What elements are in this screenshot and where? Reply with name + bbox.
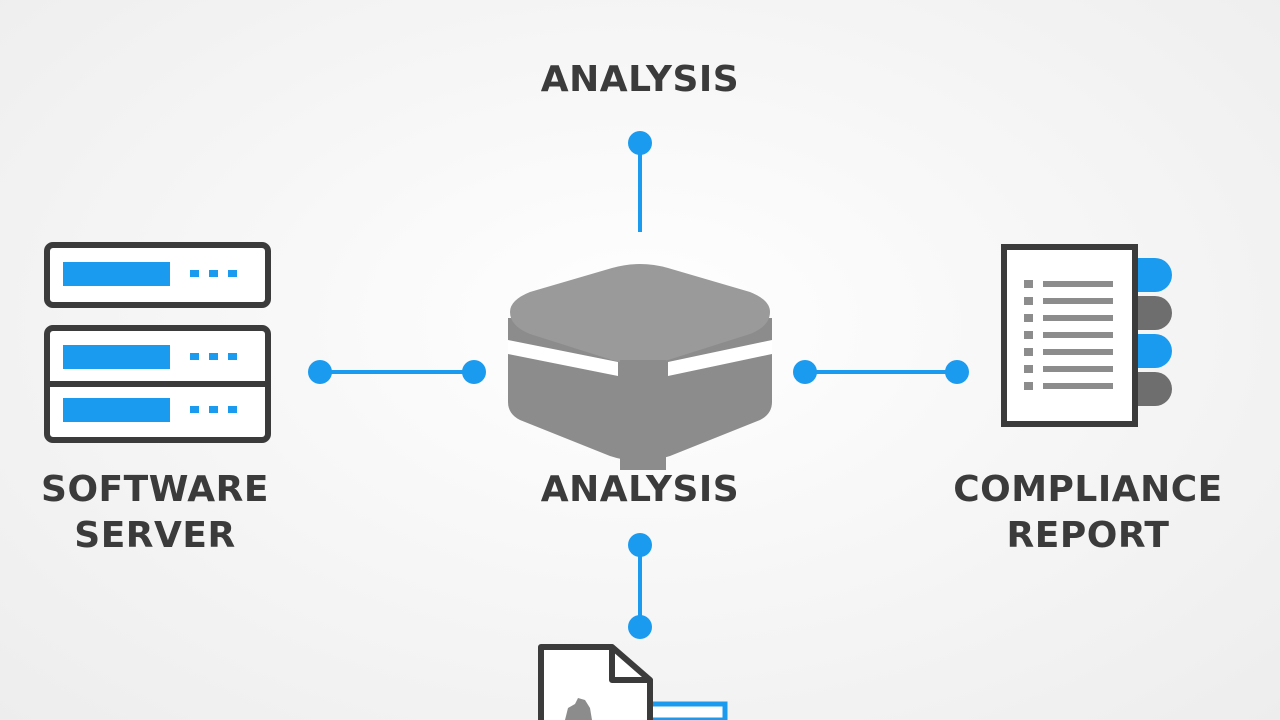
center-analysis-text: ANALYSIS xyxy=(540,469,740,510)
top-analysis-label: ANALYSIS xyxy=(440,57,840,103)
compliance-report-label: COMPLIANCE REPORT xyxy=(938,467,1238,559)
hub-box-icon xyxy=(508,264,772,470)
connector-left xyxy=(308,360,486,384)
document-report-icon xyxy=(1001,244,1172,427)
connector-top xyxy=(628,131,652,232)
top-analysis-text: ANALYSIS xyxy=(540,59,740,100)
software-server-line1: SOFTWARE xyxy=(41,469,269,510)
server-rack-icon xyxy=(44,242,271,443)
connector-bottom xyxy=(628,533,652,639)
connector-right xyxy=(793,360,969,384)
software-server-line2: SERVER xyxy=(74,515,236,556)
compliance-report-line2: REPORT xyxy=(1006,515,1170,556)
file-folder-icon xyxy=(538,644,728,720)
center-analysis-label: ANALYSIS xyxy=(440,467,840,513)
compliance-report-line1: COMPLIANCE xyxy=(953,469,1223,510)
software-server-label: SOFTWARE SERVER xyxy=(5,467,305,559)
